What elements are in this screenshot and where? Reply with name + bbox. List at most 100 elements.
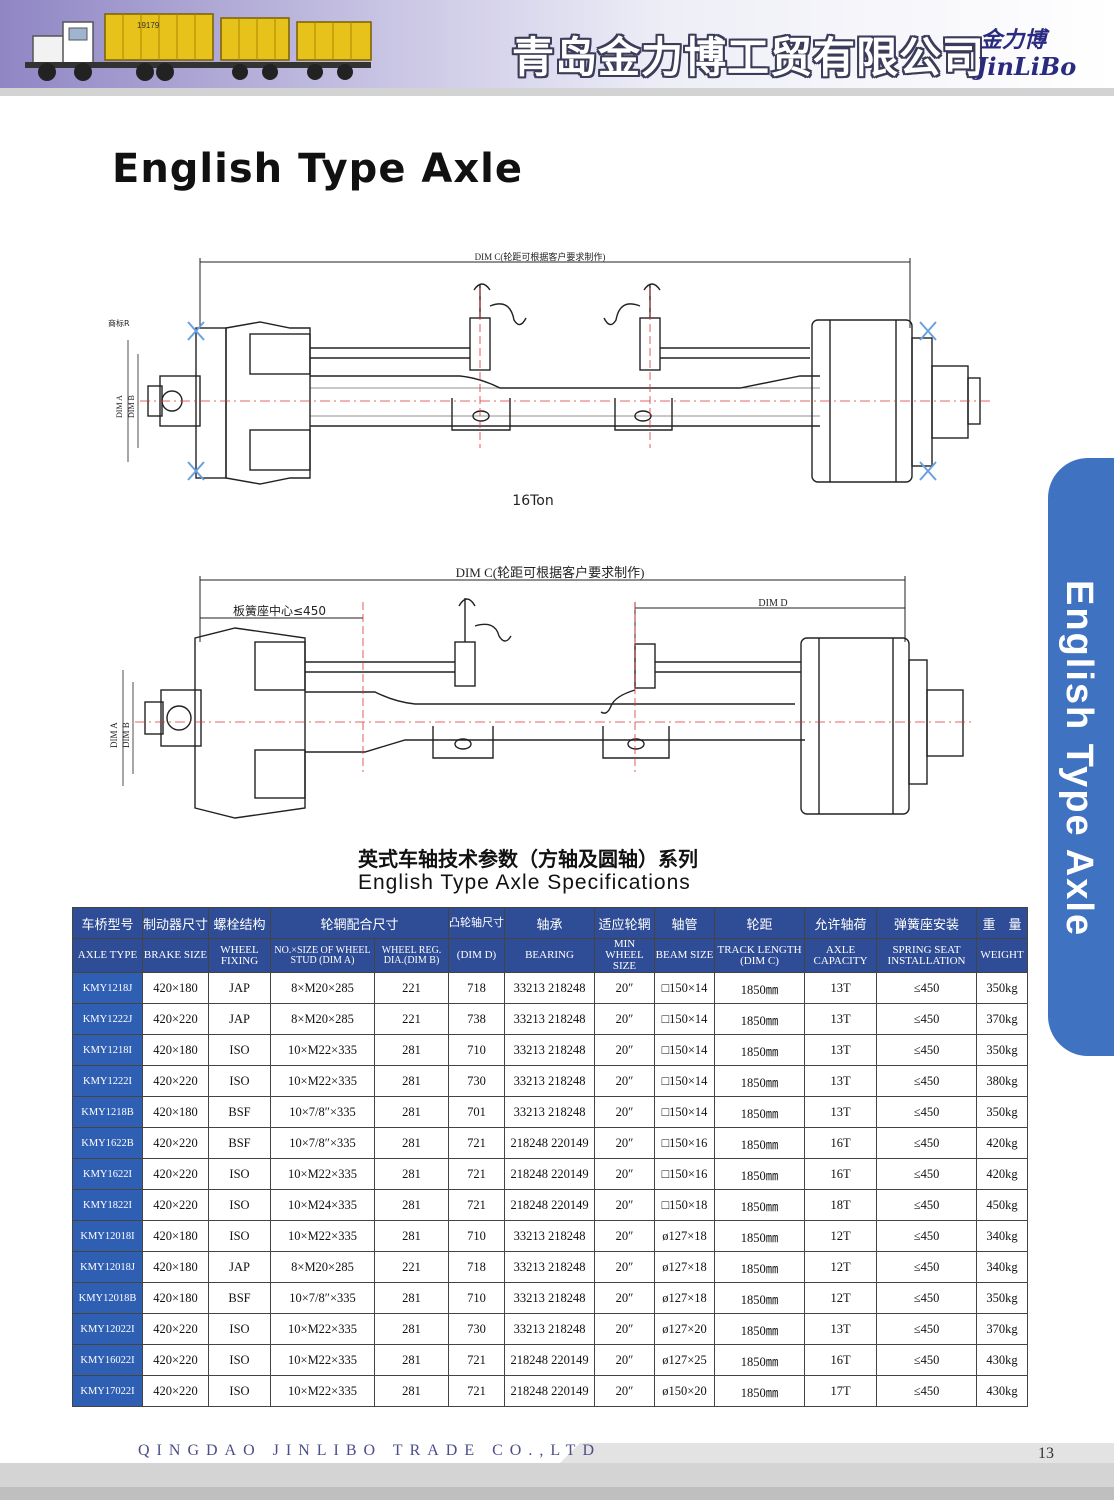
marker-label: 商标R <box>108 318 130 328</box>
header-en-spring-seat: SPRING SEAT INSTALLATION <box>876 938 978 973</box>
cell-weight: 430kg <box>976 1344 1029 1376</box>
cell-wheel-stud: 8×M20×285 <box>270 1251 375 1283</box>
cell-weight: 350kg <box>976 972 1029 1004</box>
cell-track-length: 1850㎜ <box>714 1344 806 1376</box>
cell-dim-d: 718 <box>448 972 506 1004</box>
header-divider <box>0 88 1114 96</box>
header-cn-rim-fit: 轮辋配合尺寸 <box>269 907 450 939</box>
table-row: KMY1622B 420×220 BSF 10×7/8″×335 281 721… <box>72 1127 1029 1159</box>
cell-beam-size: ø127×18 <box>654 1251 716 1283</box>
cell-weight: 420kg <box>976 1127 1029 1159</box>
cell-wheel-reg: 281 <box>373 1065 450 1097</box>
cell-wheel-reg: 281 <box>373 1282 450 1314</box>
cell-brake-size: 420×220 <box>142 1065 209 1097</box>
cell-dim-d: 701 <box>448 1096 506 1128</box>
cell-wheel-fixing: ISO <box>208 1344 271 1376</box>
cell-min-wheel: 20″ <box>594 1313 656 1345</box>
header-en-wheel-stud: NO.×SIZE OF WHEEL STUD (DIM A) <box>270 938 375 973</box>
cell-axle-type: KMY1222J <box>72 1003 143 1035</box>
cell-spring-seat: ≤450 <box>876 1282 978 1314</box>
cell-wheel-stud: 10×M22×335 <box>270 1158 375 1190</box>
dim-b-label-2: DIM B <box>121 722 131 748</box>
cell-axle-type: KMY1622I <box>72 1158 143 1190</box>
cell-weight: 370kg <box>976 1313 1029 1345</box>
cell-min-wheel: 20″ <box>594 1096 656 1128</box>
cell-wheel-reg: 281 <box>373 1189 450 1221</box>
cell-capacity: 13T <box>804 1065 878 1097</box>
cell-weight: 340kg <box>976 1220 1029 1252</box>
cell-capacity: 13T <box>804 1313 878 1345</box>
header-cn-beam: 轴管 <box>654 907 716 939</box>
header-cn-wheel-fixing: 螺栓结构 <box>208 907 271 939</box>
cell-dim-d: 710 <box>448 1034 506 1066</box>
cell-dim-d: 730 <box>448 1065 506 1097</box>
table-row: KMY12018J 420×180 JAP 8×M20×285 221 718 … <box>72 1251 1029 1283</box>
cell-wheel-reg: 281 <box>373 1127 450 1159</box>
cell-wheel-fixing: ISO <box>208 1065 271 1097</box>
cell-capacity: 16T <box>804 1127 878 1159</box>
cell-weight: 350kg <box>976 1096 1029 1128</box>
cell-dim-d: 721 <box>448 1158 506 1190</box>
cell-capacity: 17T <box>804 1375 878 1407</box>
table-row: KMY12018I 420×180 ISO 10×M22×335 281 710… <box>72 1220 1029 1252</box>
header-en-dim-d: (DIM D) <box>448 938 506 973</box>
cell-brake-size: 420×220 <box>142 1127 209 1159</box>
cell-capacity: 13T <box>804 1034 878 1066</box>
spring-center-label: 板簧座中心≤450 <box>233 603 326 618</box>
cell-wheel-fixing: JAP <box>208 1251 271 1283</box>
cell-track-length: 1850㎜ <box>714 1158 806 1190</box>
cell-track-length: 1850㎜ <box>714 1282 806 1314</box>
cell-wheel-stud: 10×M22×335 <box>270 1220 375 1252</box>
cell-track-length: 1850㎜ <box>714 1127 806 1159</box>
cell-beam-size: □150×14 <box>654 972 716 1004</box>
cell-min-wheel: 20″ <box>594 1251 656 1283</box>
cell-min-wheel: 20″ <box>594 1034 656 1066</box>
logo-en: JinLiBo <box>976 52 1077 81</box>
cell-min-wheel: 20″ <box>594 972 656 1004</box>
cell-wheel-reg: 281 <box>373 1375 450 1407</box>
cell-axle-type: KMY1218J <box>72 972 143 1004</box>
cell-brake-size: 420×180 <box>142 1096 209 1128</box>
cell-wheel-reg: 281 <box>373 1158 450 1190</box>
cell-wheel-stud: 8×M20×285 <box>270 1003 375 1035</box>
cell-beam-size: □150×14 <box>654 1065 716 1097</box>
dim-b-label: DIM B <box>127 395 136 418</box>
cell-bearing: 218248 220149 <box>504 1127 596 1159</box>
cell-weight: 430kg <box>976 1375 1029 1407</box>
cell-weight: 340kg <box>976 1251 1029 1283</box>
cell-brake-size: 420×180 <box>142 1220 209 1252</box>
cell-axle-type: KMY1218B <box>72 1096 143 1128</box>
cell-weight: 350kg <box>976 1282 1029 1314</box>
side-tab-label: English Type Axle <box>1058 580 1100 938</box>
header-cn-bearing: 轴承 <box>504 907 596 939</box>
cell-beam-size: ø127×18 <box>654 1282 716 1314</box>
cell-capacity: 12T <box>804 1251 878 1283</box>
cell-wheel-stud: 10×M22×335 <box>270 1034 375 1066</box>
cell-weight: 350kg <box>976 1034 1029 1066</box>
cell-track-length: 1850㎜ <box>714 1065 806 1097</box>
cell-dim-d: 710 <box>448 1282 506 1314</box>
cell-bearing: 33213 218248 <box>504 1003 596 1035</box>
cell-beam-size: ø127×25 <box>654 1344 716 1376</box>
cell-axle-type: KMY1218I <box>72 1034 143 1066</box>
cell-brake-size: 420×180 <box>142 972 209 1004</box>
table-row: KMY1222J 420×220 JAP 8×M20×285 221 738 3… <box>72 1003 1029 1035</box>
header-cn-capacity: 允许轴荷 <box>804 907 878 939</box>
cell-wheel-reg: 281 <box>373 1034 450 1066</box>
cell-min-wheel: 20″ <box>594 1065 656 1097</box>
header-en-axle-type: AXLE TYPE <box>72 938 143 973</box>
cell-min-wheel: 20″ <box>594 1375 656 1407</box>
spec-table-body: KMY1218J 420×180 JAP 8×M20×285 221 718 3… <box>72 972 1029 1407</box>
cell-min-wheel: 20″ <box>594 1282 656 1314</box>
header-cn-spring-seat: 弹簧座安装 <box>876 907 978 939</box>
cell-spring-seat: ≤450 <box>876 972 978 1004</box>
cell-wheel-fixing: ISO <box>208 1189 271 1221</box>
cell-axle-type: KMY12022I <box>72 1313 143 1345</box>
cell-axle-type: KMY1622B <box>72 1127 143 1159</box>
header-en-beam: BEAM SIZE <box>654 938 716 973</box>
cell-wheel-fixing: ISO <box>208 1220 271 1252</box>
truck-illustration: 19179 <box>25 13 372 81</box>
cell-wheel-reg: 221 <box>373 972 450 1004</box>
cell-wheel-stud: 10×M22×335 <box>270 1344 375 1376</box>
cell-track-length: 1850㎜ <box>714 1034 806 1066</box>
